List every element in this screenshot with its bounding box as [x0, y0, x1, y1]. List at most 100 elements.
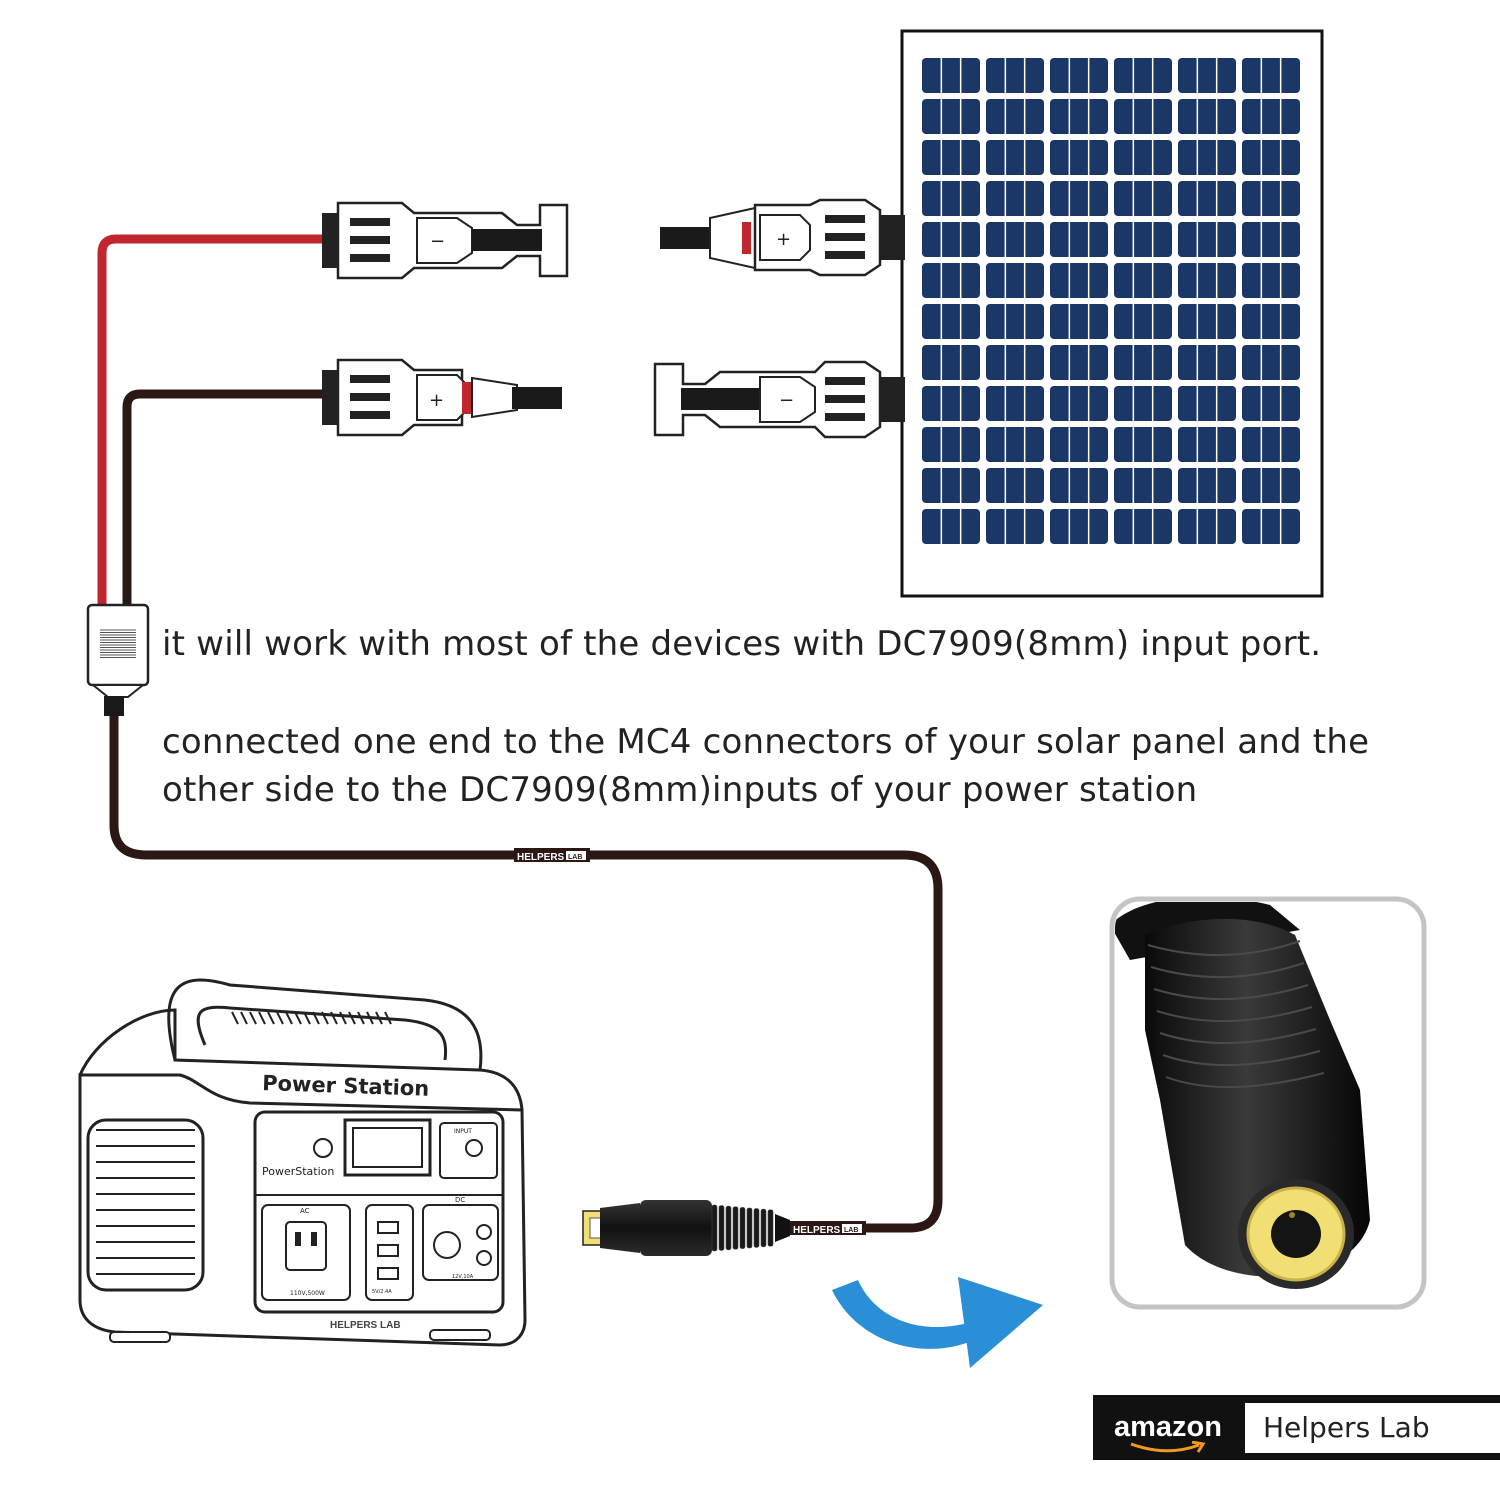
- power-station-ac-output: 110V,500W: [290, 1290, 325, 1297]
- svg-text:−: −: [430, 231, 445, 252]
- amazon-smile-icon: [1130, 1441, 1206, 1453]
- vent-grill: [96, 1129, 195, 1275]
- solar-cell: [922, 263, 980, 298]
- svg-text:+: +: [776, 229, 791, 250]
- solar-cell: [1114, 509, 1172, 544]
- caption-instructions: connected one end to the MC4 connectors …: [162, 718, 1369, 814]
- dark-wire: [122, 389, 322, 605]
- solar-cell: [986, 427, 1044, 462]
- solar-cell: [1178, 263, 1236, 298]
- power-station-title: Power Station: [262, 1071, 430, 1101]
- solar-cells: [922, 58, 1300, 544]
- solar-cell: [1242, 222, 1300, 257]
- solar-cell: [1114, 263, 1172, 298]
- amazon-logo: amazon: [1093, 1411, 1243, 1453]
- solar-cell: [986, 468, 1044, 503]
- solar-cell: [1178, 140, 1236, 175]
- solar-cell: [922, 222, 980, 257]
- caption-instructions-line-2: other side to the DC7909(8mm)inputs of y…: [162, 770, 1198, 810]
- solar-cell: [1242, 181, 1300, 216]
- solar-cell: [1050, 99, 1108, 134]
- power-station-dc-label: DC: [455, 1196, 465, 1204]
- solar-cell: [1178, 345, 1236, 380]
- plug-closeup: [1109, 896, 1427, 1310]
- solar-cell: [922, 386, 980, 421]
- caption-instructions-line-1: connected one end to the MC4 connectors …: [162, 722, 1370, 762]
- solar-cell: [1178, 99, 1236, 134]
- solar-cell: [922, 509, 980, 544]
- solar-cell: [1242, 509, 1300, 544]
- power-station-usb-label: 5V/2.4A: [372, 1289, 392, 1295]
- svg-text:HELPERS: HELPERS: [517, 852, 565, 863]
- svg-text:LAB: LAB: [844, 1227, 858, 1234]
- solar-cell: [1114, 427, 1172, 462]
- solar-cell: [1114, 386, 1172, 421]
- closeup-grip-rings: [1147, 940, 1325, 1089]
- solar-cell: [1114, 468, 1172, 503]
- solar-cell: [1178, 509, 1236, 544]
- mc4-connector-positive-panel: +: [660, 198, 905, 277]
- solar-cell: [1114, 140, 1172, 175]
- amazon-store-badge: amazon Helpers Lab: [1093, 1395, 1500, 1460]
- mc4-connector-negative-panel: −: [653, 360, 905, 439]
- amazon-wordmark: amazon: [1114, 1411, 1222, 1443]
- solar-cell: [986, 386, 1044, 421]
- solar-cell: [922, 181, 980, 216]
- mc4-connector-negative-cable: −: [322, 201, 569, 280]
- solar-cell: [1178, 386, 1236, 421]
- power-station-panel-brand: PowerStation: [262, 1165, 334, 1178]
- solar-cell: [1114, 345, 1172, 380]
- solar-cell: [1242, 304, 1300, 339]
- solar-cell: [1242, 427, 1300, 462]
- solar-cell: [1050, 263, 1108, 298]
- solar-cell: [1114, 304, 1172, 339]
- solar-cell: [922, 58, 980, 93]
- solar-cell: [922, 468, 980, 503]
- solar-cell: [1242, 99, 1300, 134]
- solar-cell: [1114, 58, 1172, 93]
- svg-text:LAB: LAB: [568, 854, 582, 861]
- solar-cell: [1114, 222, 1172, 257]
- store-name: Helpers Lab: [1243, 1402, 1500, 1453]
- solar-cell: [1242, 58, 1300, 93]
- caption-compatibility: it will work with most of the devices wi…: [162, 624, 1322, 664]
- solar-cell: [1178, 468, 1236, 503]
- solar-cell: [922, 140, 980, 175]
- solar-cell: [1178, 304, 1236, 339]
- solar-cell: [986, 304, 1044, 339]
- solar-cell: [986, 58, 1044, 93]
- solar-cell: [1050, 304, 1108, 339]
- solar-cell: [1050, 58, 1108, 93]
- solar-cell: [1242, 345, 1300, 380]
- solar-cell: [1178, 427, 1236, 462]
- solar-cell: [922, 99, 980, 134]
- solar-cell: [1050, 386, 1108, 421]
- solar-cell: [922, 427, 980, 462]
- solar-cell: [1242, 263, 1300, 298]
- main-cable: [109, 712, 943, 1233]
- curved-arrow: [832, 1277, 1043, 1368]
- solar-cell: [1050, 509, 1108, 544]
- y-splitter: [86, 603, 150, 716]
- solar-panel: [900, 29, 1324, 598]
- solar-cell: [1242, 468, 1300, 503]
- power-station-footer-brand: HELPERS LAB: [330, 1320, 401, 1331]
- solar-cell: [1050, 140, 1108, 175]
- cable-brand-1: HELPERS LAB: [514, 848, 590, 863]
- solar-cell: [1050, 427, 1108, 462]
- solar-cell: [986, 140, 1044, 175]
- splitter-ribs: [100, 629, 136, 658]
- solar-cell: [1114, 99, 1172, 134]
- solar-cell: [922, 304, 980, 339]
- power-station-input-label: INPUT: [454, 1128, 472, 1135]
- solar-cell: [1242, 140, 1300, 175]
- solar-cell: [1178, 58, 1236, 93]
- solar-cell: [986, 222, 1044, 257]
- solar-cell: [1050, 222, 1108, 257]
- solar-cell: [1050, 181, 1108, 216]
- solar-cell: [986, 263, 1044, 298]
- solar-cell: [986, 99, 1044, 134]
- cable-brand-2: HELPERS LAB: [790, 1221, 866, 1236]
- handle-vents: [231, 1011, 392, 1025]
